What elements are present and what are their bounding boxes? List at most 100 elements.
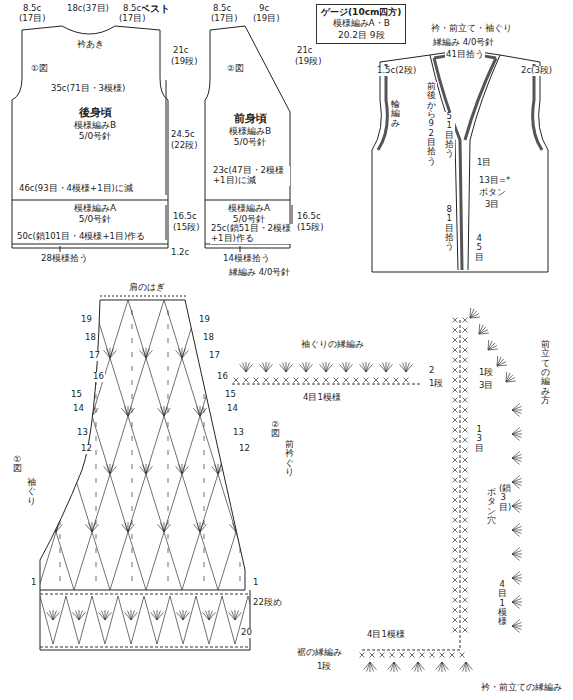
- stitch-stroke: [20, 300, 110, 590]
- dimension-label: 2c(3段): [520, 66, 553, 76]
- stitch-stroke: [168, 422, 169, 427]
- stitch-stroke: [463, 458, 468, 463]
- stitch-stroke: [418, 662, 421, 671]
- stitch-stroke: [453, 558, 458, 563]
- stitch-stroke: [24, 492, 25, 497]
- stitch-stroke: [161, 523, 164, 532]
- stitch-stroke: [463, 558, 468, 563]
- stitch-stroke: [240, 464, 241, 469]
- stitch-stroke: [96, 310, 97, 315]
- dimension-label: ボタン: [478, 188, 507, 198]
- stitch-stroke: [246, 364, 252, 372]
- stitch-stroke: [463, 388, 468, 393]
- stitch-stroke: [168, 562, 169, 567]
- stitch-stroke: [50, 408, 56, 416]
- stitch-stroke: [323, 349, 326, 358]
- stitch-stroke: [380, 522, 381, 532]
- stitch-stroke: [24, 464, 25, 469]
- stitch-stroke: [392, 466, 398, 474]
- stitch-stroke: [453, 428, 458, 433]
- stitch-stroke: [346, 364, 352, 372]
- stitch-stroke: [96, 464, 97, 469]
- stitch-stroke: [453, 628, 458, 633]
- stitch-stroke: [326, 466, 332, 474]
- stitch-stroke: [488, 408, 494, 416]
- dimension-label: (17目): [18, 14, 46, 24]
- stitch-stroke: [122, 408, 128, 416]
- stitch-stroke: [24, 450, 25, 455]
- dimension-label: 衿・前立て・袖ぐり: [430, 24, 513, 34]
- stitch-stroke: [420, 478, 421, 483]
- stitch-stroke: [446, 408, 452, 416]
- stitch-stroke: [24, 436, 25, 441]
- dimension-label: 13: [232, 428, 245, 438]
- stitch-stroke: [60, 310, 61, 315]
- stitch-stroke: [453, 618, 458, 623]
- stitch-stroke: [377, 407, 380, 416]
- stitch-stroke: [463, 408, 468, 413]
- dimension-label: 前後から92目拾う: [426, 82, 437, 166]
- stitch-stroke: [512, 500, 520, 506]
- stitch-stroke: [24, 324, 25, 329]
- stitch-stroke: [183, 611, 186, 620]
- stitch-stroke: [168, 338, 169, 343]
- stitch-stroke: [240, 534, 241, 539]
- stitch-stroke: [96, 366, 97, 371]
- stitch-stroke: [24, 310, 25, 315]
- stitch-stroke: [96, 548, 97, 553]
- dimension-label: 1目: [476, 158, 492, 168]
- stitch-stroke: [506, 464, 507, 474]
- stitch-stroke: [0, 300, 2, 590]
- stitch-stroke: [107, 349, 110, 358]
- stitch-stroke: [131, 596, 144, 644]
- stitch-stroke: [74, 348, 75, 358]
- stitch-stroke: [92, 300, 182, 590]
- stitch-stroke: [463, 588, 468, 593]
- stitch-stroke: [384, 378, 389, 383]
- stitch-stroke: [453, 428, 458, 433]
- dimension-label: 45目: [474, 234, 485, 262]
- stitch-stroke: [463, 328, 468, 333]
- dimension-label: 17: [208, 351, 221, 361]
- stitch-stroke: [453, 608, 458, 613]
- stitch-stroke: [463, 538, 468, 543]
- stitch-stroke: [274, 378, 279, 383]
- stitch-stroke: [132, 310, 133, 315]
- dimension-label: 1.2c: [170, 248, 190, 258]
- stitch-stroke: [79, 596, 92, 644]
- piece-text: 5/0号針: [40, 131, 150, 142]
- dimension-label: ①図: [12, 455, 23, 474]
- dimension-label: 3目: [478, 381, 494, 391]
- stitch-stroke: [452, 523, 455, 532]
- stitch-stroke: [180, 611, 183, 620]
- stitch-stroke: [0, 466, 2, 474]
- stitch-stroke: [240, 562, 241, 567]
- stitch-stroke: [463, 348, 468, 353]
- stitch-stroke: [354, 378, 359, 383]
- stitch-stroke: [276, 464, 277, 469]
- stitch-stroke: [204, 534, 205, 539]
- dimension-label: 21c: [172, 46, 190, 56]
- dimension-label: (15段): [172, 223, 200, 233]
- stitch-stroke: [312, 352, 313, 357]
- stitch-stroke: [79, 611, 82, 620]
- stitch-stroke: [326, 349, 329, 358]
- stitch-stroke: [512, 626, 520, 632]
- stitch-stroke: [276, 310, 277, 315]
- stitch-stroke: [122, 524, 128, 532]
- stitch-stroke: [463, 418, 468, 423]
- stitch-stroke: [434, 465, 437, 474]
- stitch-stroke: [32, 466, 38, 474]
- stitch-stroke: [356, 350, 362, 358]
- stitch-stroke: [391, 662, 394, 671]
- stitch-stroke: [24, 548, 25, 553]
- stitch-stroke: [420, 394, 421, 399]
- stitch-stroke: [96, 436, 97, 441]
- stitch-stroke: [276, 520, 277, 525]
- stitch-stroke: [24, 380, 25, 385]
- stitch-stroke: [453, 568, 458, 573]
- stitch-stroke: [400, 653, 405, 658]
- stitch-stroke: [463, 378, 468, 383]
- stitch-stroke: [362, 349, 365, 358]
- stitch-stroke: [463, 388, 468, 393]
